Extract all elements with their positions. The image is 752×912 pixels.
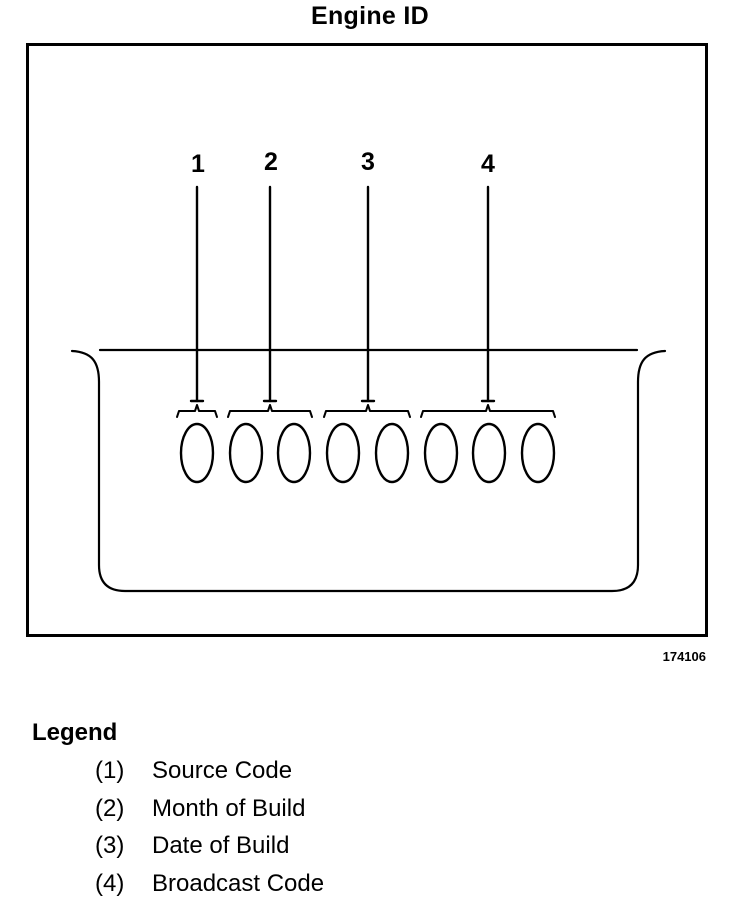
legend-list: (1) Source Code (2) Month of Build (3) Date… [95, 756, 324, 906]
callout-label-1: 1 [191, 150, 205, 178]
legend-item-label: Month of Build [152, 794, 306, 822]
callout-line-1 [189, 185, 205, 403]
bracket-group-3 [323, 404, 411, 418]
bracket-group-4 [420, 404, 556, 418]
callout-label-2: 2 [264, 148, 278, 176]
character-oval [179, 422, 215, 484]
legend-item-number: (2) [95, 794, 125, 822]
character-oval [471, 422, 507, 484]
legend-item: (4) Broadcast Code [95, 869, 324, 907]
legend-item-number: (3) [95, 832, 125, 859]
legend-item: (2) Month of Build [95, 794, 324, 832]
callout-line-4 [480, 185, 496, 403]
legend-item-label: Source Code [152, 757, 293, 784]
legend-item-number: (1) [95, 757, 125, 784]
character-oval [325, 422, 361, 484]
figure-id: 174106 [662, 649, 706, 664]
character-oval [228, 422, 264, 484]
legend-item-label: Broadcast Code [152, 869, 325, 897]
bracket-group-2 [227, 404, 313, 418]
character-oval [374, 422, 410, 484]
legend-item-label: Date of Build [152, 832, 290, 859]
callout-label-4: 4 [481, 150, 495, 178]
legend-title: Legend [32, 719, 118, 746]
diagram-frame [26, 43, 708, 637]
diagram-title: Engine ID [311, 2, 429, 30]
character-oval [276, 422, 312, 484]
callout-line-2 [262, 185, 278, 403]
character-oval [520, 422, 556, 484]
bracket-group-1 [176, 404, 218, 418]
character-oval [423, 422, 459, 484]
callout-line-3 [360, 185, 376, 403]
legend-item-number: (4) [95, 869, 125, 897]
callout-label-3: 3 [361, 148, 375, 176]
legend-item: (3) Date of Build [95, 831, 324, 869]
legend-item: (1) Source Code [95, 756, 324, 794]
